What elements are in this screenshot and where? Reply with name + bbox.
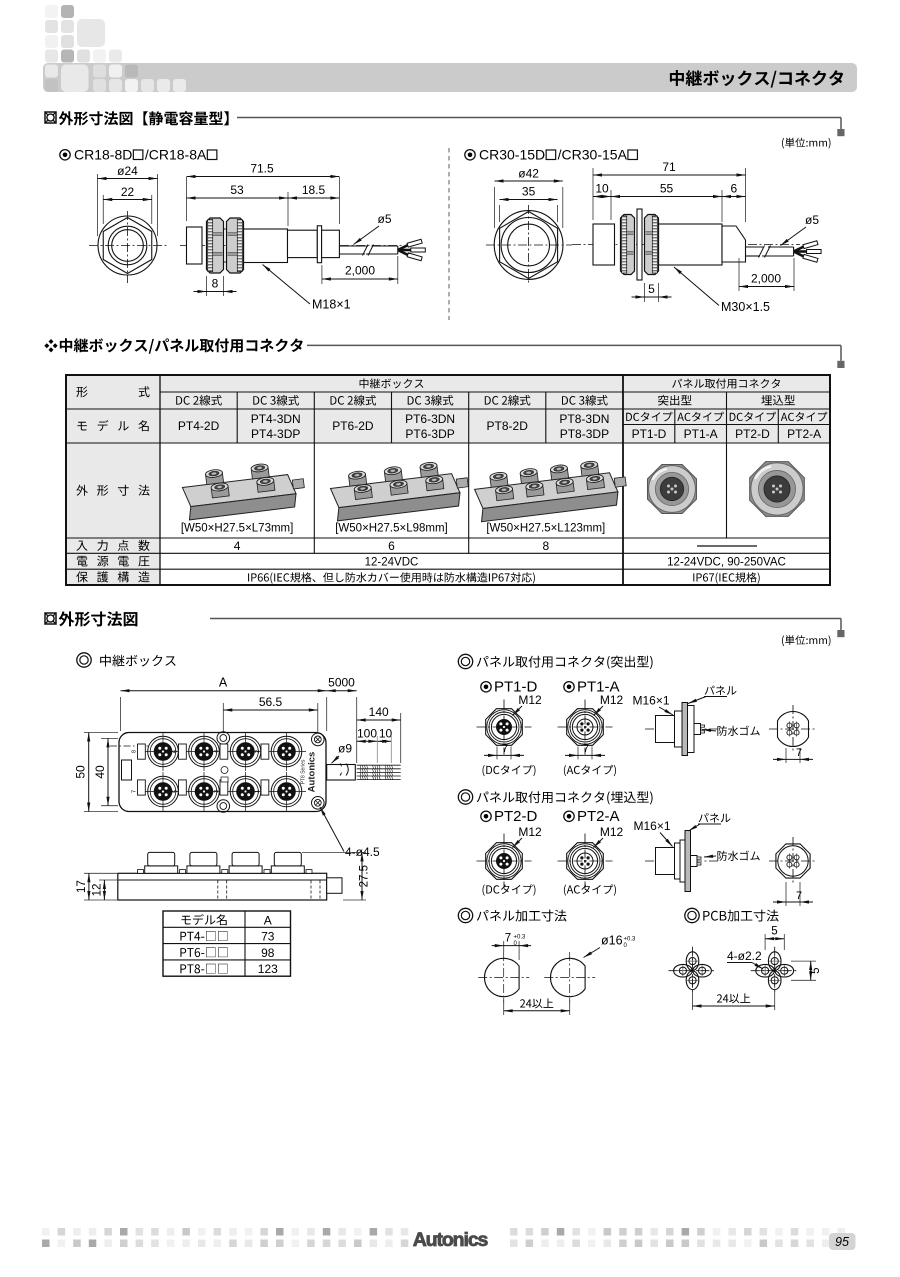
svg-text:PT2-A: PT2-A <box>787 427 821 441</box>
svg-text:71.5: 71.5 <box>250 162 274 176</box>
svg-text:5: 5 <box>810 967 822 973</box>
svg-text:17: 17 <box>76 880 88 893</box>
svg-text:M12: M12 <box>600 825 624 839</box>
svg-text:Autonics: Autonics <box>307 752 318 793</box>
svg-text:M16×1: M16×1 <box>632 694 669 708</box>
svg-text:10: 10 <box>379 726 393 740</box>
svg-text:ø42: ø42 <box>518 167 539 181</box>
svg-text:56.5: 56.5 <box>259 695 283 709</box>
svg-text:ø24: ø24 <box>117 164 138 178</box>
svg-text:3: 3 <box>214 790 220 793</box>
svg-text:CR18-8D: CR18-8D <box>74 147 132 163</box>
svg-text:22: 22 <box>121 185 135 199</box>
svg-text:M12: M12 <box>518 825 542 839</box>
svg-text:PT6-3DN: PT6-3DN <box>405 412 455 426</box>
svg-text:27.5: 27.5 <box>359 865 371 887</box>
svg-text:6: 6 <box>388 539 395 553</box>
svg-text:PT1-D: PT1-D <box>494 679 538 696</box>
svg-text:73: 73 <box>261 930 275 944</box>
svg-text:ø5: ø5 <box>805 213 819 227</box>
svg-text:CR30-15D: CR30-15D <box>479 147 545 163</box>
svg-text:10: 10 <box>595 182 609 196</box>
svg-text:12: 12 <box>91 884 103 897</box>
svg-text:A: A <box>219 676 228 690</box>
svg-text:PT4-2D: PT4-2D <box>178 419 220 433</box>
svg-text:M30×1.5: M30×1.5 <box>721 300 770 314</box>
svg-text:0: 0 <box>514 941 518 947</box>
svg-text:ø9: ø9 <box>338 742 352 756</box>
svg-text:M18×1: M18×1 <box>312 298 351 312</box>
svg-text:PT6-3DP: PT6-3DP <box>405 427 454 441</box>
svg-text:PT2-D: PT2-D <box>735 427 770 441</box>
svg-text:PT6-2D: PT6-2D <box>332 419 374 433</box>
svg-text:ø5: ø5 <box>377 212 391 226</box>
svg-text:95: 95 <box>835 1235 849 1249</box>
svg-text:PT1-A: PT1-A <box>684 427 718 441</box>
svg-text:98: 98 <box>261 946 275 960</box>
svg-text:4-ø2.2: 4-ø2.2 <box>727 949 762 963</box>
svg-text:PT8-3DP: PT8-3DP <box>560 427 609 441</box>
svg-text:2,000: 2,000 <box>345 264 375 278</box>
svg-text:5000: 5000 <box>328 676 355 690</box>
svg-text:+0.3: +0.3 <box>514 935 527 941</box>
svg-text:PT4-3DP: PT4-3DP <box>251 427 300 441</box>
svg-text:M12: M12 <box>518 693 542 707</box>
svg-text:PT8-2D: PT8-2D <box>487 419 529 433</box>
svg-text:PT1-A: PT1-A <box>577 679 620 696</box>
svg-text:7: 7 <box>796 890 802 902</box>
svg-text:7: 7 <box>132 790 138 793</box>
svg-text:4: 4 <box>234 539 241 553</box>
svg-text:5: 5 <box>648 282 655 296</box>
svg-text:4: 4 <box>214 750 220 753</box>
svg-text:PT2-D: PT2-D <box>494 808 538 825</box>
svg-text:5: 5 <box>771 926 777 938</box>
svg-text:53: 53 <box>230 183 244 197</box>
svg-text:[W50×H27.5×L73mm]: [W50×H27.5×L73mm] <box>181 523 294 535</box>
svg-text:+0.3: +0.3 <box>624 937 637 943</box>
svg-text:140: 140 <box>369 705 389 719</box>
svg-text:1: 1 <box>255 790 261 793</box>
svg-text:5: 5 <box>173 790 179 793</box>
svg-text:0: 0 <box>624 943 628 949</box>
svg-text:/CR30-15A: /CR30-15A <box>558 147 628 163</box>
svg-text:6: 6 <box>730 182 737 196</box>
svg-text:Autonics: Autonics <box>413 1229 489 1251</box>
svg-text:18.5: 18.5 <box>302 183 326 197</box>
svg-text:40: 40 <box>93 765 107 779</box>
svg-text:PT8 Series: PT8 Series <box>301 759 307 784</box>
svg-text:M16×1: M16×1 <box>633 819 670 833</box>
svg-text:[W50×H27.5×L123mm]: [W50×H27.5×L123mm] <box>486 523 605 535</box>
svg-text:6: 6 <box>173 750 179 753</box>
svg-text:7: 7 <box>583 743 589 755</box>
svg-text:[W50×H27.5×L98mm]: [W50×H27.5×L98mm] <box>335 523 448 535</box>
svg-text:12-24VDC, 90-250VAC: 12-24VDC, 90-250VAC <box>667 557 786 569</box>
svg-text:PT4-3DN: PT4-3DN <box>251 412 301 426</box>
svg-text:/CR18-8A: /CR18-8A <box>145 147 207 163</box>
svg-text:PT2-A: PT2-A <box>577 808 620 825</box>
svg-text:PT1-D: PT1-D <box>632 427 667 441</box>
svg-text:50: 50 <box>74 765 88 779</box>
svg-text:8: 8 <box>212 277 219 291</box>
svg-text:71: 71 <box>662 160 676 174</box>
svg-text:12-24VDC: 12-24VDC <box>365 557 419 569</box>
svg-text:7: 7 <box>505 933 511 945</box>
svg-text:7: 7 <box>502 743 508 755</box>
svg-text:ø16: ø16 <box>601 934 623 948</box>
svg-text:7: 7 <box>796 747 802 759</box>
svg-text:8: 8 <box>132 750 138 753</box>
svg-text:A: A <box>264 913 272 927</box>
svg-text:PT8-3DN: PT8-3DN <box>559 412 609 426</box>
svg-text:M12: M12 <box>600 693 624 707</box>
svg-text:123: 123 <box>258 962 278 976</box>
svg-text:8: 8 <box>542 539 549 553</box>
svg-text:2: 2 <box>255 750 261 753</box>
svg-text:2,000: 2,000 <box>751 272 781 286</box>
svg-text:35: 35 <box>522 185 536 199</box>
svg-text:55: 55 <box>660 182 674 196</box>
svg-text:100: 100 <box>357 726 377 740</box>
